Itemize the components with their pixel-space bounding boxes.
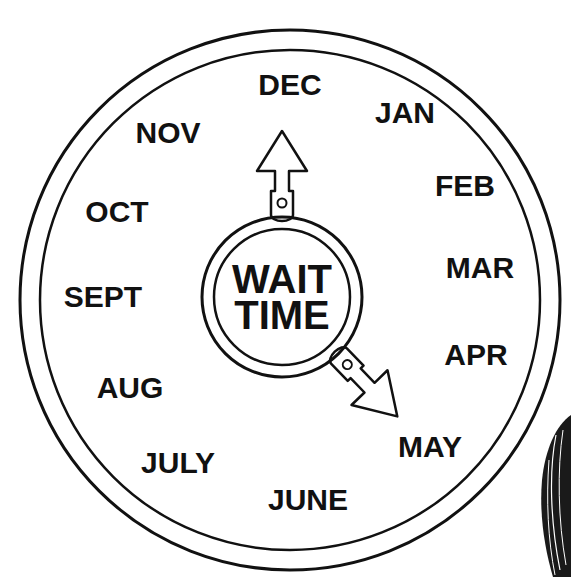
month-label: OCT xyxy=(85,197,148,227)
month-label: MAR xyxy=(446,253,514,283)
month-label: AUG xyxy=(97,373,164,403)
month-label: JAN xyxy=(375,98,435,128)
hair-sketch xyxy=(541,415,571,577)
month-label: JULY xyxy=(141,448,215,478)
month-label: FEB xyxy=(435,171,495,201)
wait-time-hub: WAIT TIME xyxy=(200,215,364,379)
clock-dial: DEC JAN FEB MAR APR MAY JUNE JULY AUG SEPT OCT NOV W… xyxy=(18,28,562,572)
clock-hand xyxy=(257,131,307,221)
month-label: APR xyxy=(444,340,507,370)
month-label: NOV xyxy=(135,118,200,148)
month-label: SEPT xyxy=(64,282,142,312)
clock-hand xyxy=(317,334,415,433)
month-label: DEC xyxy=(258,70,321,100)
hub-title: WAIT TIME xyxy=(232,261,332,333)
month-label: MAY xyxy=(398,432,462,462)
month-label: JUNE xyxy=(268,485,348,515)
